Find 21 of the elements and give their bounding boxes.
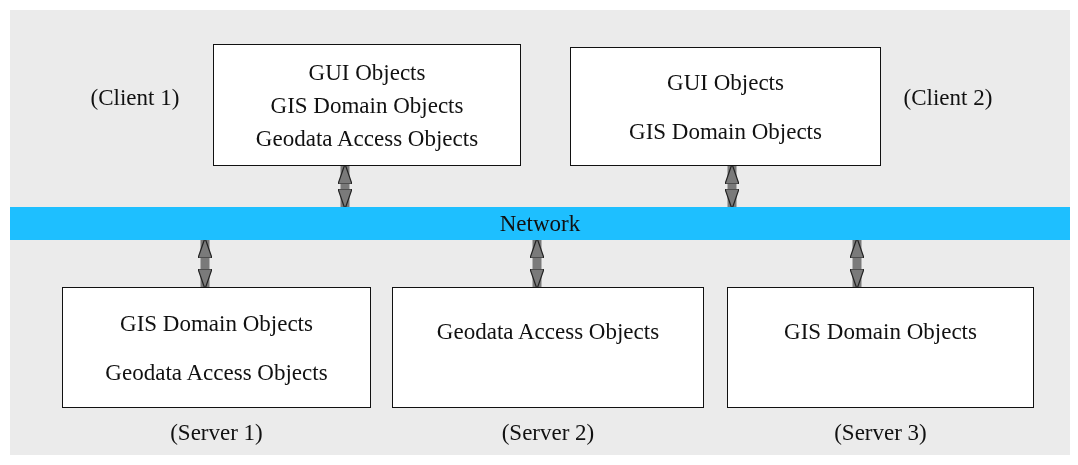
object-label: GUI Objects <box>667 68 784 97</box>
node-caption: (Server 2) <box>500 420 596 446</box>
network-label: Network <box>499 210 581 238</box>
object-box <box>570 47 881 166</box>
node-caption: (Server 1) <box>169 420 264 446</box>
object-label: Geodata Access Objects <box>436 318 660 346</box>
object-label: GIS Domain Objects <box>120 309 313 338</box>
object-box <box>62 287 371 408</box>
node-caption: (Client 2) <box>902 85 994 111</box>
network-band <box>10 207 1070 240</box>
node-caption: (Client 1) <box>89 85 181 111</box>
object-label: GUI Objects <box>308 58 426 87</box>
object-label: GIS Domain Objects <box>270 91 464 120</box>
object-label: GIS Domain Objects <box>629 117 822 146</box>
object-box <box>213 44 521 166</box>
object-label: Geodata Access Objects <box>105 358 328 387</box>
node-caption: (Server 3) <box>833 420 928 446</box>
object-label: Geodata Access Objects <box>255 124 479 153</box>
object-box <box>727 287 1034 408</box>
object-box <box>392 287 704 408</box>
object-label: GIS Domain Objects <box>784 318 977 346</box>
